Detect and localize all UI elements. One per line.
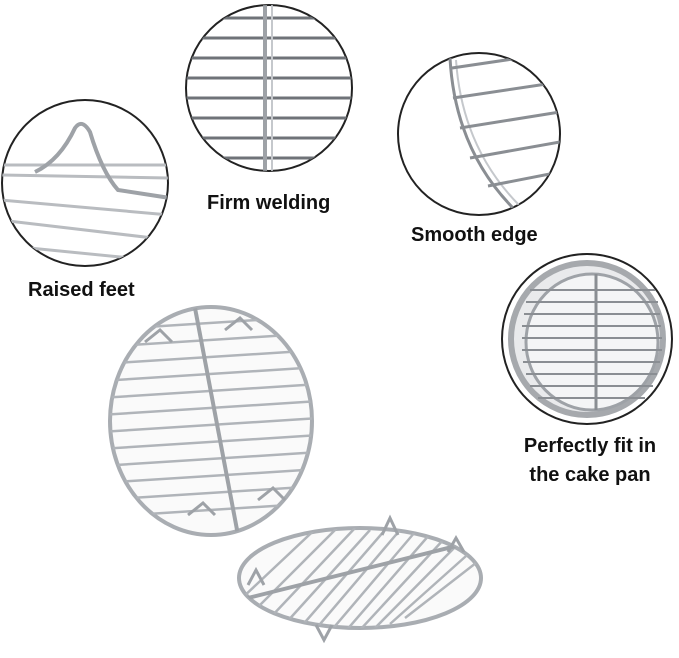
welded-grid-closeup-icon — [185, 4, 353, 172]
rim-edge-closeup-icon — [397, 52, 561, 216]
smooth-edge-label: Smooth edge — [411, 224, 538, 246]
perfect-fit-label: Perfectly fit in the cake pan — [515, 432, 665, 490]
upright-rack — [108, 305, 314, 537]
perfect-fit-line-1: Perfectly fit in — [523, 435, 657, 457]
raised-feet-label: Raised feet — [28, 279, 135, 301]
perfect-fit-line-2: the cake pan — [529, 464, 651, 486]
flat-rack — [237, 514, 483, 644]
firm-welding-label: Firm welding — [207, 192, 331, 214]
raised-foot-closeup-icon — [1, 99, 169, 267]
rack-in-pan-icon — [501, 253, 673, 425]
